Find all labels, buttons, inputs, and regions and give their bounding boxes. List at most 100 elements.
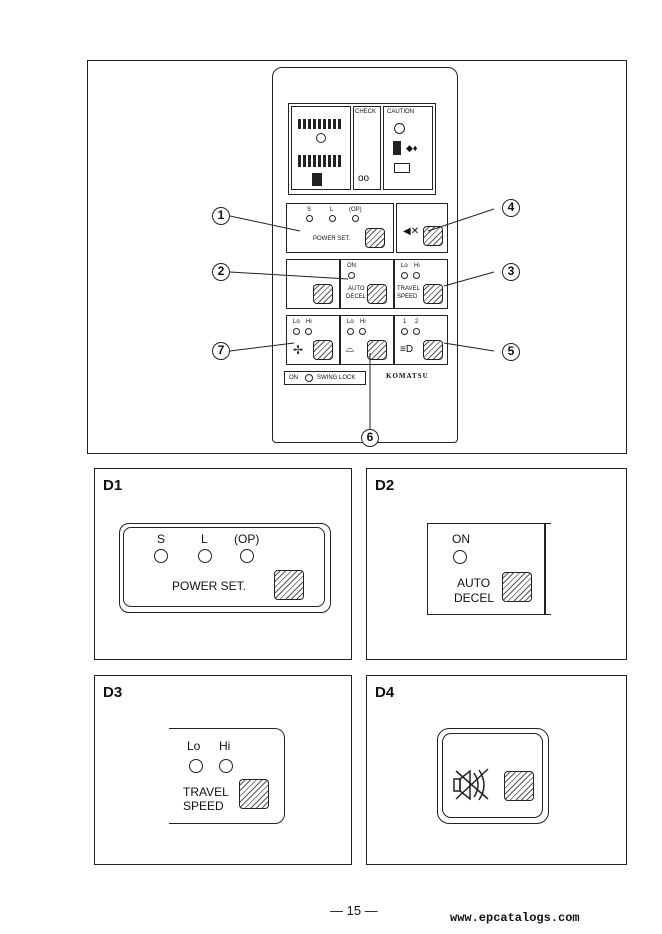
fan-button[interactable] bbox=[313, 340, 333, 360]
power-set-button[interactable] bbox=[365, 228, 385, 248]
d1-led-s bbox=[154, 549, 168, 563]
swing-lock-label: SWING LOCK bbox=[317, 375, 356, 381]
d3-led-label-hi: Hi bbox=[219, 739, 231, 753]
wiper-led-hi bbox=[359, 328, 366, 335]
travel-speed-line2: SPEED bbox=[397, 294, 418, 300]
d2-auto-decel-button[interactable] bbox=[502, 572, 532, 602]
wiper-icon: ⌓ bbox=[346, 344, 354, 355]
d3-travel-speed-panel: Lo Hi TRAVEL SPEED bbox=[169, 728, 285, 824]
wiper-led-lo bbox=[347, 328, 354, 335]
light-led-label-1: 1 bbox=[403, 319, 407, 325]
d2-auto-label: AUTO bbox=[457, 576, 491, 590]
blank-switch-button[interactable] bbox=[313, 284, 333, 304]
d2-title: D2 bbox=[375, 477, 395, 494]
d2-detail-frame: D2 ON AUTO DECEL bbox=[366, 468, 627, 660]
d2-panel-divider bbox=[544, 524, 546, 614]
fan-section: Lo Hi ✢ bbox=[286, 315, 340, 365]
travel-speed-button[interactable] bbox=[423, 284, 443, 304]
light-icon: ≡D bbox=[400, 344, 414, 355]
auto-decel-line2: DECEL bbox=[346, 294, 367, 300]
callout-leaders bbox=[229, 208, 495, 429]
wiper-led-label-hi: Hi bbox=[360, 319, 366, 325]
swing-lock-on-label: ON bbox=[289, 375, 298, 381]
led-label-l: L bbox=[330, 207, 334, 213]
led-label-op: (OP) bbox=[349, 207, 362, 213]
fan-icon: ✢ bbox=[293, 343, 304, 357]
d1-detail-frame: D1 S L (OP) POWER SET. bbox=[94, 468, 352, 660]
light-led-label-2: 2 bbox=[415, 319, 419, 325]
coolant-temp-icon bbox=[316, 133, 326, 143]
preheat-icon: oo bbox=[358, 173, 370, 184]
fuel-gauge bbox=[298, 155, 342, 167]
led-label-s: S bbox=[307, 207, 312, 213]
d4-title: D4 bbox=[375, 684, 395, 701]
d4-buzzer-panel bbox=[437, 728, 549, 824]
oil-pressure-icon bbox=[394, 123, 405, 134]
d3-led-label-lo: Lo bbox=[187, 739, 201, 753]
lcd-display: CHECK oo CAUTION ◆♦ bbox=[288, 103, 436, 195]
d2-led bbox=[453, 550, 467, 564]
d2-decel-label: DECEL bbox=[454, 591, 495, 605]
auto-decel-button[interactable] bbox=[367, 284, 387, 304]
coolant-level-icon bbox=[393, 141, 401, 155]
fan-led-lo bbox=[293, 328, 300, 335]
d3-led-lo bbox=[189, 759, 203, 773]
travel-led-hi bbox=[413, 272, 420, 279]
light-button[interactable] bbox=[423, 340, 443, 360]
d3-detail-frame: D3 Lo Hi TRAVEL SPEED bbox=[94, 675, 352, 865]
website-watermark[interactable]: www.epcatalogs.com bbox=[450, 911, 580, 925]
buzzer-cancel-icon: ◀✕ bbox=[403, 226, 420, 237]
callout-6: 6 bbox=[361, 429, 379, 447]
leader-7 bbox=[229, 342, 295, 352]
leader-5 bbox=[443, 342, 495, 352]
auto-decel-section: ON AUTO DECEL bbox=[340, 259, 394, 309]
power-set-section: S L (OP) POWER SET. bbox=[286, 203, 394, 253]
d4-detail-frame: D4 bbox=[366, 675, 627, 865]
main-figure-frame: CHECK oo CAUTION ◆♦ S L (OP) POWER SET. … bbox=[87, 60, 627, 454]
d2-on-label: ON bbox=[452, 532, 470, 546]
light-section: 1 2 ≡D bbox=[394, 315, 448, 365]
buzzer-cancel-icon bbox=[453, 768, 489, 801]
d1-power-set-panel: S L (OP) POWER SET. bbox=[119, 523, 331, 613]
d1-power-set-button[interactable] bbox=[274, 570, 304, 600]
swing-lock-section: ON SWING LOCK bbox=[284, 371, 366, 385]
led-s bbox=[306, 215, 313, 222]
caution-label: CAUTION bbox=[387, 109, 414, 115]
d1-inner-panel bbox=[123, 527, 325, 607]
callout-5: 5 bbox=[502, 343, 520, 361]
led-l bbox=[329, 215, 336, 222]
d3-led-hi bbox=[219, 759, 233, 773]
auto-decel-led bbox=[348, 272, 355, 279]
wiper-led-label-lo: Lo bbox=[347, 319, 354, 325]
d1-led-l bbox=[198, 549, 212, 563]
light-led-2 bbox=[413, 328, 420, 335]
d1-title: D1 bbox=[103, 477, 123, 494]
blank-switch-section bbox=[286, 259, 340, 309]
check-area: CHECK oo bbox=[353, 106, 381, 190]
d4-buzzer-cancel-button[interactable] bbox=[504, 771, 534, 801]
wiper-button[interactable] bbox=[367, 340, 387, 360]
gauge-area bbox=[291, 106, 351, 190]
travel-speed-line1: TRAVEL bbox=[397, 286, 420, 292]
d3-title: D3 bbox=[103, 684, 123, 701]
d3-travel-speed-button[interactable] bbox=[239, 779, 269, 809]
d2-auto-decel-panel: ON AUTO DECEL bbox=[427, 523, 551, 615]
d3-speed-label: SPEED bbox=[183, 799, 224, 813]
d4-inner-panel bbox=[442, 733, 543, 818]
travel-led-label-lo: Lo bbox=[401, 263, 408, 269]
swing-lock-led bbox=[305, 374, 313, 382]
callout-2: 2 bbox=[212, 263, 230, 281]
leader-3 bbox=[443, 271, 495, 287]
d3-travel-label: TRAVEL bbox=[183, 785, 229, 799]
callout-3: 3 bbox=[502, 263, 520, 281]
fan-led-hi bbox=[305, 328, 312, 335]
d1-led-op bbox=[240, 549, 254, 563]
leader-4 bbox=[427, 208, 495, 232]
fan-led-label-hi: Hi bbox=[306, 319, 312, 325]
fan-led-label-lo: Lo bbox=[293, 319, 300, 325]
led-op bbox=[352, 215, 359, 222]
komatsu-logo: KOMATSU bbox=[386, 372, 429, 380]
travel-led-label-hi: Hi bbox=[414, 263, 420, 269]
check-label: CHECK bbox=[355, 109, 377, 115]
callout-1: 1 bbox=[212, 207, 230, 225]
